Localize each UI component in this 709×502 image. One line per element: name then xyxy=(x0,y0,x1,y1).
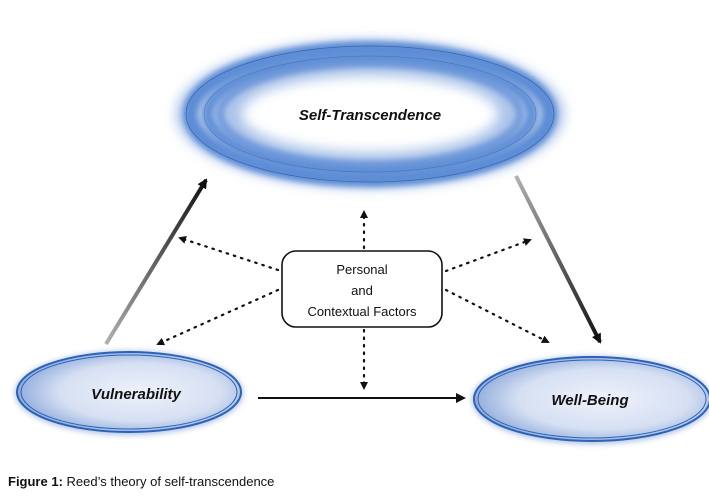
self-transcendence-label: Self-Transcendence xyxy=(299,107,441,124)
dotted-arrow-to-vulnerability xyxy=(156,288,280,346)
well-being-label: Well-Being xyxy=(551,392,628,409)
well-being-node: Well-Being xyxy=(472,356,709,444)
arrow-vulnerability-to-self-transcendence xyxy=(104,178,208,346)
vulnerability-inner-border xyxy=(20,354,238,430)
dotted-arrow-to-upper-left-path xyxy=(178,236,280,272)
factors-line-2: and xyxy=(351,283,373,298)
dotted-arrow-to-upper-right-path xyxy=(444,238,532,273)
vulnerability-label: Vulnerability xyxy=(91,386,181,403)
halo-center xyxy=(242,76,498,152)
well-being-ellipse xyxy=(473,356,709,442)
caption-text: Reed’s theory of self-transcendence xyxy=(62,474,275,489)
vulnerability-node: Vulnerability xyxy=(15,351,243,435)
factors-box xyxy=(281,250,443,328)
arrow-self-transcendence-to-well-being xyxy=(514,175,602,344)
well-being-inner-border xyxy=(477,359,707,439)
halo-ring-3 xyxy=(216,60,524,168)
figure-caption: Figure 1: Reed’s theory of self-transcen… xyxy=(8,474,274,489)
dotted-arrow-to-well-being xyxy=(444,288,550,344)
vulnerability-ellipse xyxy=(16,351,242,433)
factors-node: Personal and Contextual Factors xyxy=(281,250,443,328)
halo-ring-1 xyxy=(183,41,557,187)
halo-outline-1 xyxy=(185,45,555,183)
factors-line-1: Personal xyxy=(336,262,387,277)
factors-line-3: Contextual Factors xyxy=(307,304,417,319)
caption-prefix: Figure 1: xyxy=(8,474,63,489)
halo-outline-2 xyxy=(203,55,537,173)
self-transcendence-diagram: Self-Transcendence Vulnerability Well-Be… xyxy=(15,40,709,444)
self-transcendence-node: Self-Transcendence xyxy=(176,40,564,188)
halo-ring-2 xyxy=(203,53,537,175)
